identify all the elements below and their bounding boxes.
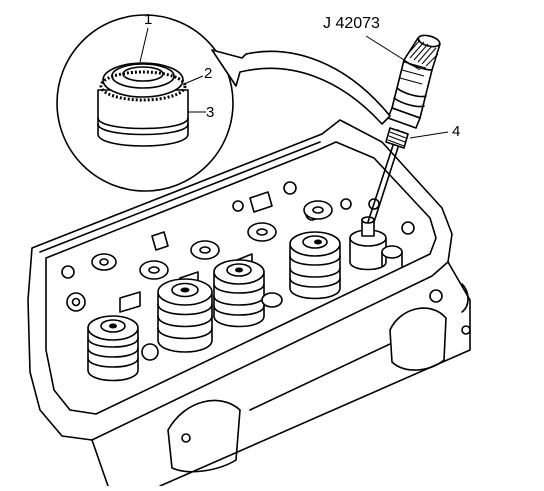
curved-arrow-icon	[211, 49, 391, 125]
callout-1: 1	[144, 11, 153, 28]
valve-spring-3	[213, 259, 283, 328]
callout-2: 2	[204, 65, 213, 82]
callout-4: 4	[452, 123, 461, 140]
installer-tool-j42073	[367, 34, 441, 223]
tool-label: J 42073	[323, 15, 380, 32]
callout-4-leader	[409, 131, 449, 139]
valve-spring-2	[157, 278, 213, 353]
rocker-pedestals	[91, 191, 333, 313]
valve-spring-4	[289, 231, 341, 300]
valve-guide	[349, 216, 403, 271]
valve-spring-1	[87, 315, 159, 382]
tool-label-leader	[365, 35, 421, 71]
detail-magnifier	[56, 14, 234, 192]
callout-3: 3	[206, 104, 215, 121]
